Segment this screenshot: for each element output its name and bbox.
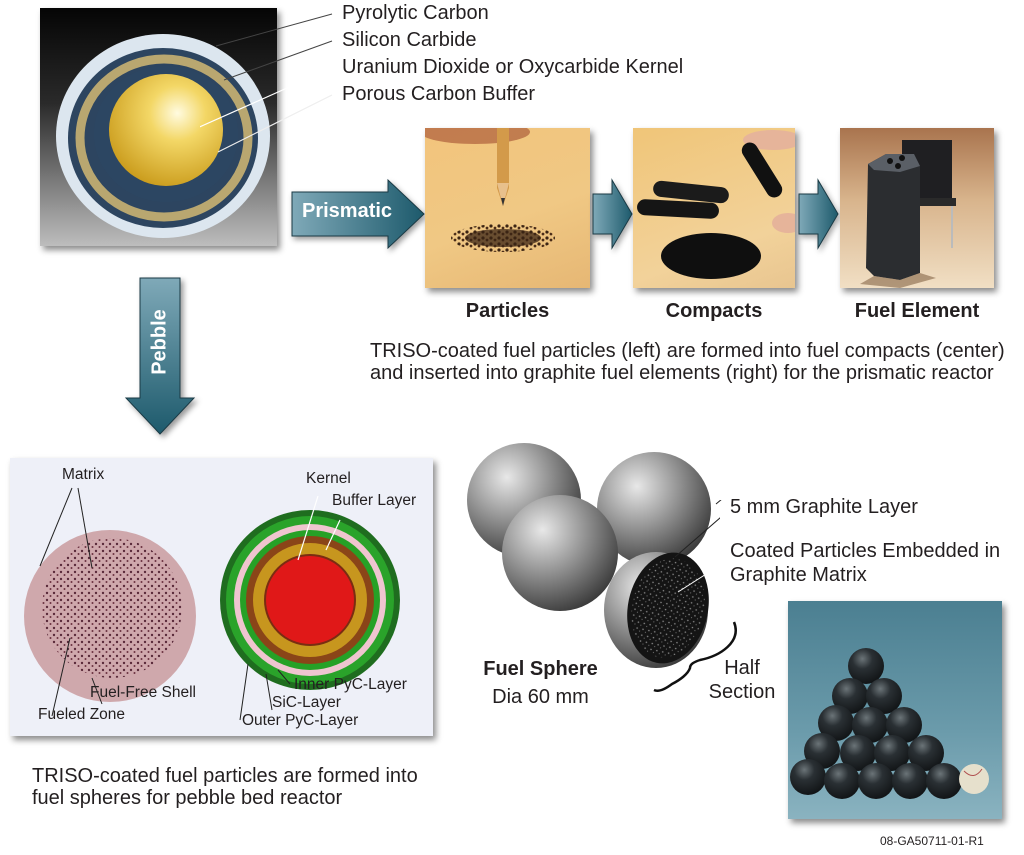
- figure-id: 08-GA50711-01-R1: [880, 834, 984, 848]
- fuel-element-photo: [840, 128, 994, 288]
- label-fueled-zone: Fueled Zone: [38, 706, 126, 723]
- sphere-leader-lines: [715, 500, 722, 505]
- step-label-compacts: Compacts: [665, 300, 763, 322]
- fuel-spheres-illustration: [467, 443, 720, 668]
- triso-particle-illustration: [56, 34, 270, 238]
- pebble-cross-section-panel: Matrix Fuel-Free Shell Fueled Zone Kerne…: [10, 458, 433, 736]
- fuel-sphere-diameter: Dia 60 mm: [492, 686, 589, 708]
- label-sic-layer: SiC-Layer: [272, 694, 341, 711]
- half-section-brace: [653, 621, 737, 692]
- fuel-sphere-title: Fuel Sphere: [483, 658, 598, 680]
- label-outer-pyc-layer: Outer PyC-Layer: [242, 712, 359, 729]
- prismatic-arrow: Prismatic: [290, 178, 430, 250]
- label-inner-pyc-layer: Inner PyC-Layer: [294, 676, 407, 693]
- arrow-down-icon: [124, 277, 196, 435]
- pebble-cross-section-illustration: [24, 487, 400, 721]
- layer-label-buffer: Porous Carbon Buffer: [342, 83, 536, 105]
- arrow-right-icon: [592, 178, 633, 250]
- pebble-pyramid-photo: [788, 601, 1002, 819]
- particles-photo: [425, 128, 590, 288]
- compacts-photo: [633, 128, 795, 288]
- step-label-particles: Particles: [465, 300, 550, 322]
- step-label-fuel-element: Fuel Element: [854, 300, 980, 322]
- arrow-right-icon: [291, 178, 425, 250]
- label-coated-particles: Coated Particles Embedded in Graphite Ma…: [730, 540, 1001, 586]
- prismatic-arrow-label: Prismatic: [302, 200, 393, 222]
- pebble-arrow-label: Pebble: [148, 309, 171, 375]
- layer-label-pyrolytic-carbon: Pyrolytic Carbon: [342, 2, 489, 24]
- label-graphite-layer: 5 mm Graphite Layer: [730, 496, 918, 518]
- pebble-arrow: Pebble: [124, 276, 196, 438]
- label-kernel: Kernel: [306, 470, 351, 487]
- label-buffer-layer: Buffer Layer: [332, 492, 417, 509]
- layer-label-kernel: Uranium Dioxide or Oxycarbide Kernel: [342, 56, 684, 78]
- layer-label-silicon-carbide: Silicon Carbide: [342, 29, 477, 51]
- label-half-section: Half Section: [708, 657, 776, 703]
- particle-leader-lines: [200, 13, 333, 153]
- prismatic-caption: TRISO-coated fuel particles (left) are f…: [370, 340, 1005, 384]
- pebble-caption: TRISO-coated fuel particles are formed i…: [32, 765, 418, 809]
- arrow-right-icon: [798, 178, 839, 250]
- label-matrix: Matrix: [62, 466, 105, 483]
- triso-particle-image: [40, 8, 277, 246]
- label-fuel-free-shell: Fuel-Free Shell: [90, 684, 196, 701]
